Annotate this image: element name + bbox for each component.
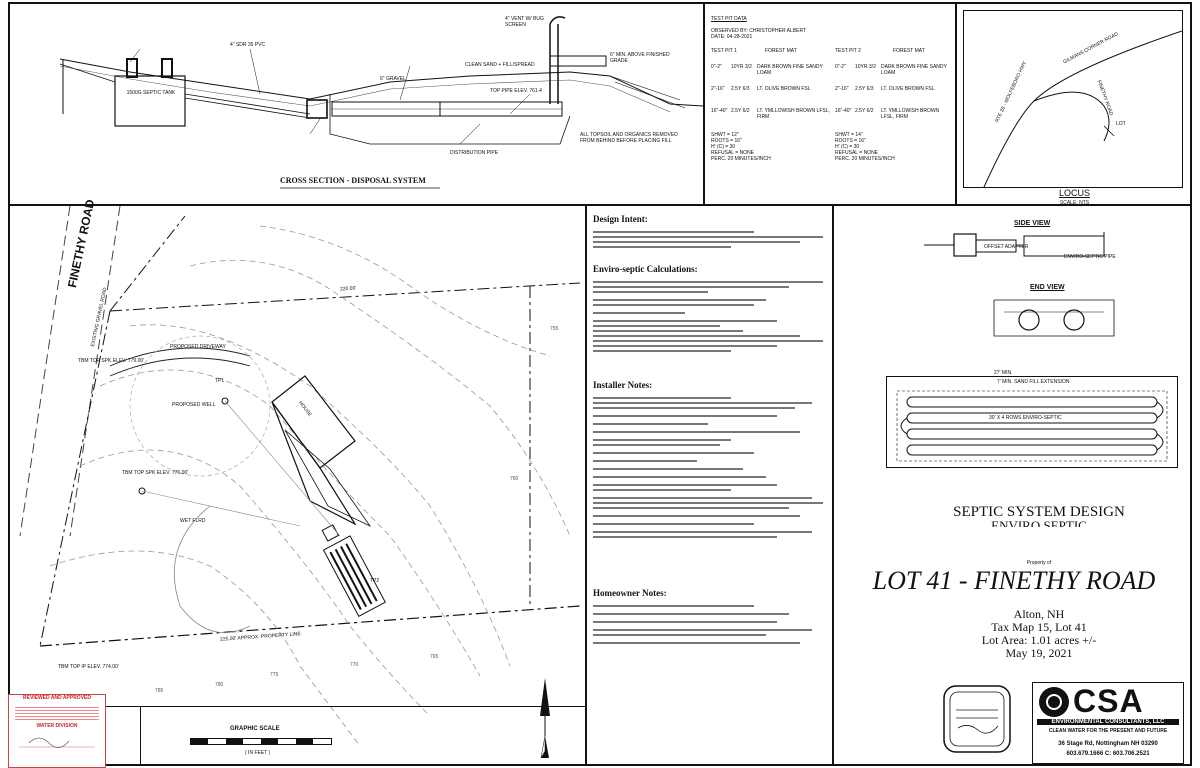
company-slogan: CLEAN WATER FOR THE PRESENT AND FUTURE <box>1048 728 1168 734</box>
rows-label: 30' X 4 ROWS ENVIRO-SEPTIC <box>987 415 1064 421</box>
stamp-fine-print <box>15 705 99 721</box>
pit1-title: TEST PIT 1 <box>711 48 737 54</box>
plan-bottom-rule <box>10 706 585 707</box>
min-width-label: 27' MIN. <box>994 370 1013 376</box>
locus-map: GILMANS CORNER ROAD RTE 28 - WOLFEBORO H… <box>963 10 1183 188</box>
contour-label: 785 <box>155 688 164 694</box>
sewer-pipe-label: 4" SDR 35 PVC <box>230 42 266 48</box>
pit2-title: TEST PIT 2 <box>835 48 861 54</box>
company-name: CSA <box>1073 683 1144 719</box>
locus-panel: GILMANS CORNER ROAD RTE 28 - WOLFEBORO H… <box>957 2 1192 206</box>
approval-stamp: REVIEWED AND APPROVED WATER DIVISION <box>8 694 106 768</box>
title-panel: SIDE VIEW ENVIRO-SEPTIC PIPE OFFSET ADAP… <box>832 206 1192 766</box>
sub-title: ENVIRO SEPTIC <box>991 518 1087 527</box>
end-view-title: END VIEW <box>1030 284 1065 291</box>
design-intent-text <box>593 228 823 251</box>
lot-area: Lot Area: 1.01 acres +/- <box>981 633 1097 647</box>
stamp-title: REVIEWED AND APPROVED <box>23 695 91 701</box>
homeowner-heading: Homeowner Notes: <box>593 588 667 598</box>
design-title: SEPTIC SYSTEM DESIGN <box>953 504 1125 520</box>
scale-bar <box>190 738 332 745</box>
observer: OBSERVED BY: CHRISTOPHER ALBERT <box>711 28 807 34</box>
test-pit-panel: TEST PIT DATA OBSERVED BY: CHRISTOPHER A… <box>705 2 957 206</box>
line-top-label: 220.00' <box>339 285 357 293</box>
installer-heading: Installer Notes: <box>593 380 653 390</box>
site-plan-panel: FINETHY ROAD EXISTING GRAVEL ROAD PROPOS… <box>8 198 587 768</box>
contour-label: 770 <box>350 662 359 668</box>
observed-date: DATE: 04-28-2021 <box>711 34 753 40</box>
pit1-forest: FOREST MAT <box>765 48 797 54</box>
locus-lot: LOT <box>1116 121 1126 127</box>
calculations-text <box>593 278 823 355</box>
plan-divider <box>140 706 141 766</box>
tp2-label: TP2 <box>370 578 380 584</box>
cross-section-panel: 1500G SEPTIC TANK CLEAN SAND + FILL/SPRE… <box>8 2 705 206</box>
locus-roads <box>983 30 1183 188</box>
company-phone: 603.679.1666 C: 603.706.2521 <box>1066 751 1150 757</box>
notes-panel: Design Intent: Enviro-septic Calculation… <box>587 206 832 766</box>
notes-label: ALL TOPSOIL AND ORGANICS REMOVED FROM BE… <box>580 132 678 144</box>
vent-label: 4" VENT W/ BUG SCREEN <box>505 16 544 28</box>
scale-title: GRAPHIC SCALE <box>230 726 280 732</box>
scale-unit: ( IN FEET ) <box>245 750 271 756</box>
tp1-label: TP1 <box>215 378 225 384</box>
contour-label: 780 <box>215 682 224 688</box>
driveway-label: PROPOSED DRIVEWAY <box>170 344 226 350</box>
clean-sand-label: CLEAN SAND + FILL/SPREAD <box>465 62 535 68</box>
end-view-drawing <box>993 299 1115 337</box>
offset-adapter-label: OFFSET ADAPTER <box>984 244 1029 250</box>
well-label: PROPOSED WELL <box>172 402 216 408</box>
lot-title: LOT 41 - FINETHY ROAD <box>872 566 1156 595</box>
stamp-sub: WATER DIVISION <box>36 723 78 729</box>
plan-detail-box: 7' MIN. SAND FILL EXTENSION 30' X 4 ROWS… <box>886 376 1178 468</box>
project-info: Alton, NH Tax Map 15, Lot 41 Lot Area: 1… <box>894 608 1184 660</box>
design-intent-heading: Design Intent: <box>593 214 648 224</box>
north-arrow-icon <box>540 678 550 759</box>
calculations-heading: Enviro-septic Calculations: <box>593 264 698 274</box>
homeowner-text <box>593 602 823 647</box>
cross-section-drawing <box>59 16 703 189</box>
town: Alton, NH <box>1013 607 1065 621</box>
locus-title: LOCUS <box>1058 188 1090 198</box>
wet-field-label: WET FLRD <box>180 518 206 524</box>
side-view-title: SIDE VIEW <box>1014 220 1051 227</box>
contour-label: 760 <box>510 476 519 482</box>
installer-text <box>593 394 823 541</box>
company-logo: CSA ENVIRONMENTAL CONSULTANTS, LLC CLEAN… <box>1032 682 1184 764</box>
top-pipe-label: TOP PIPE ELEV. 761.4 <box>490 88 542 94</box>
contour-label: 765 <box>430 654 439 660</box>
pit2-forest: FOREST MAT <box>893 48 925 54</box>
site-plan-drawing <box>19 206 581 747</box>
contour-label: 755 <box>550 326 559 332</box>
tbm1-label: TBM TOP SPK ELEV. 779.00' <box>78 358 145 364</box>
tank-label: 1500G SEPTIC TANK <box>126 90 176 96</box>
company-globe-icon <box>1039 687 1069 717</box>
stamp-signature <box>19 737 95 748</box>
gravel-label: 6" GRAVEL <box>380 76 406 82</box>
min-above-label: 6" MIN. ABOVE FINISHED GRADE <box>610 52 670 64</box>
contour-label: 775 <box>270 672 279 678</box>
side-view-drawing <box>924 232 1105 257</box>
tax-map: Tax Map 15, Lot 41 <box>991 620 1087 634</box>
company-address: 36 Stage Rd, Nottingham NH 03290 <box>1058 741 1158 747</box>
tbm3-label: TBM TOP IP ELEV. 774.00' <box>58 664 119 670</box>
property-of: Property of <box>1026 560 1052 566</box>
designer-seal-icon <box>943 685 1011 753</box>
fill-extension-label: 7' MIN. SAND FILL EXTENSION <box>997 379 1070 385</box>
locus-scale: SCALE: NTS <box>1059 200 1090 206</box>
test-pit-title: TEST PIT DATA <box>711 16 747 22</box>
plan-date: May 19, 2021 <box>1005 646 1073 660</box>
pipe-label: ENVIRO-SEPTIC PIPE <box>1064 254 1116 260</box>
company-full: ENVIRONMENTAL CONSULTANTS, LLC <box>1037 719 1179 725</box>
tbm2-label: TBM TOP SPK ELEV. 776.00' <box>122 470 189 476</box>
plan-detail-rows <box>896 390 1168 462</box>
cross-section-title: CROSS SECTION - DISPOSAL SYSTEM <box>280 176 426 185</box>
distribution-label: DISTRIBUTION PIPE <box>450 150 499 156</box>
